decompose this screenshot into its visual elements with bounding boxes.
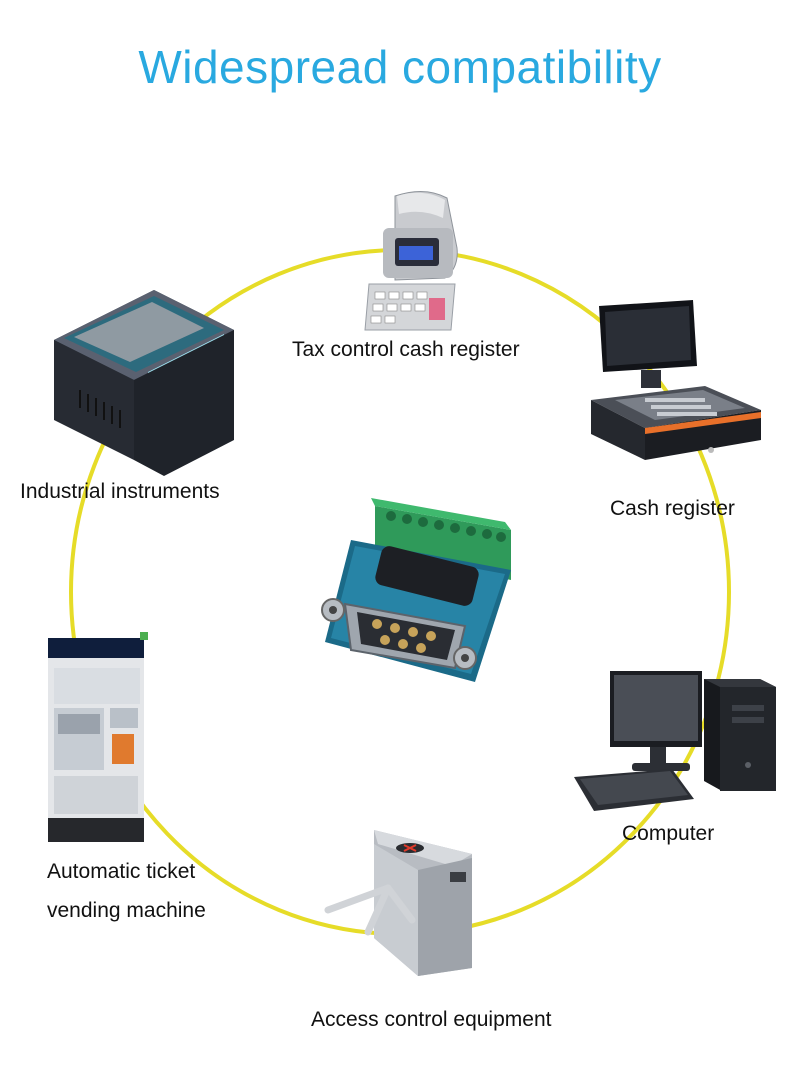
panel-meter-icon: [54, 290, 234, 476]
tax-register-icon: [364, 191, 458, 331]
pos-terminal-icon: [591, 300, 761, 460]
label-industrial-instruments: Industrial instruments: [20, 480, 220, 503]
turnstile-icon: [324, 830, 472, 976]
label-access-control-equipment: Access control equipment: [311, 1008, 552, 1031]
label-ticket-machine-line2: vending machine: [47, 899, 206, 922]
label-ticket-machine-line1: Automatic ticket: [47, 860, 196, 883]
label-computer: Computer: [622, 822, 715, 845]
page-title: Widespread compatibility: [138, 41, 662, 93]
desktop-computer-icon: [574, 671, 776, 811]
db9-connector-terminal-icon: [321, 498, 511, 682]
label-tax-control-cash-register: Tax control cash register: [292, 338, 520, 361]
ticket-machine-icon: [48, 632, 148, 842]
label-cash-register: Cash register: [610, 497, 735, 520]
